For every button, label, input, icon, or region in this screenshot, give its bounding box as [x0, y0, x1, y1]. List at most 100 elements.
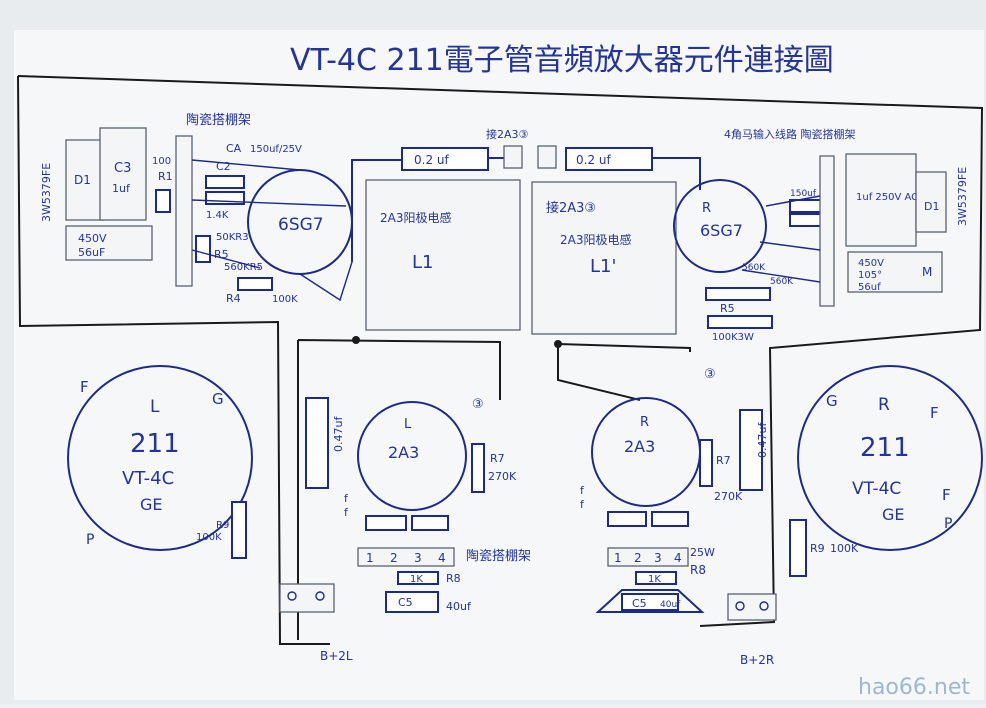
left-bottom-strip-label: 陶瓷搭棚架 [466, 548, 531, 564]
left-connect-label: 接2A3③ [486, 128, 529, 141]
left-r8 [397, 571, 439, 585]
left-filter-value: 56uF [78, 246, 105, 259]
right-2a3-type: 2A3 [624, 437, 655, 456]
right-fil-res-b [651, 511, 689, 527]
right-c5 [621, 593, 679, 611]
left-preamp-wires [191, 159, 353, 302]
right-pin-f: F [930, 404, 939, 422]
left-strip-pin4: 4 [438, 551, 446, 565]
left-strip-label: 陶瓷搭棚架 [186, 112, 251, 128]
right-input-cap-label: 1uf 250V AC [856, 192, 918, 203]
left-terminal-strip [175, 135, 193, 287]
left-2a3-side: L [404, 417, 412, 432]
left-211-side: L [150, 397, 160, 417]
right-r8-value: 1K [648, 574, 661, 585]
left-terminal-post-1 [287, 591, 297, 601]
right-50k-label: 560K [770, 277, 794, 287]
left-c3-label: C3 [114, 161, 131, 176]
left-r7-value: 270K [488, 470, 517, 483]
watermark: hao66.net [858, 675, 970, 700]
right-filter-mark: M [922, 265, 932, 279]
right-r7 [699, 439, 713, 487]
right-connect-label: 接2A3③ [546, 200, 596, 216]
right-filter-voltage: 450V [858, 258, 884, 269]
right-jumper-terminal [537, 145, 557, 169]
right-choke-l1 [531, 181, 677, 335]
left-strip-pin3: 3 [414, 551, 422, 565]
left-diode-label: D1 [74, 173, 91, 187]
left-supply-label: B+2L [320, 649, 353, 663]
left-560k-label: 560KR5 [224, 262, 263, 273]
right-211-model: VT-4C [852, 479, 901, 499]
left-r5-label: R5 [214, 248, 229, 261]
right-r5 [705, 287, 771, 301]
left-ca-label: CA [226, 142, 242, 155]
left-c5-label: C5 [398, 596, 413, 609]
right-diode-d1 [915, 171, 947, 233]
right-coupling-value: 0.2 uf [576, 153, 612, 167]
left-211-type: 211 [130, 429, 180, 459]
left-r9 [231, 501, 247, 559]
right-6sg7-side: R [702, 201, 711, 216]
right-6sg7-label: 6SG7 [700, 221, 743, 240]
left-preamp-section: 3W5379FE D1 C3 1uf 陶瓷搭棚架 100 R1 450V 56u… [40, 112, 402, 305]
left-100-label: 100 [152, 156, 171, 167]
left-terminal-post-2 [315, 591, 325, 601]
left-047-label: 0.47uf [332, 416, 345, 452]
right-vertical-label: 3W5379FE [956, 167, 969, 226]
right-047-label: 0.47uf [756, 422, 769, 458]
left-r8-label: R8 [446, 572, 461, 585]
left-r9-label: R9 [216, 520, 229, 531]
left-c3-value: 1uf [112, 182, 131, 195]
right-terminal-post-2 [759, 601, 769, 611]
border-left [17, 75, 330, 645]
left-fil-f1: f [344, 492, 349, 505]
left-2a3-pin3: ③ [472, 397, 484, 412]
right-r8-label: R8 [690, 563, 706, 577]
right-r9 [789, 519, 807, 577]
right-output-terminal [727, 593, 777, 621]
right-r8 [635, 571, 677, 585]
right-150uf-label: 150uf [790, 189, 817, 199]
right-filter-cap [847, 251, 943, 293]
right-preamp-out-wire [652, 157, 701, 190]
right-r5-label: R5 [720, 302, 735, 315]
right-211-socket [797, 365, 983, 551]
right-strip-pin2: 2 [634, 551, 642, 565]
right-fil-res-a [607, 511, 647, 527]
left-vertical-label: 3W5379FE [40, 163, 53, 222]
right-filter-value: 56uf [858, 282, 881, 293]
right-strip-label: 4角马输入线路 陶瓷搭棚架 [724, 127, 856, 141]
border-right [17, 75, 984, 627]
left-fil-res-a [365, 515, 407, 531]
right-strip-pin1: 1 [614, 551, 622, 565]
left-preamp-out-wire [351, 159, 402, 262]
right-r4-label: 100K3W [712, 332, 754, 343]
right-strip-pin3: 3 [654, 551, 662, 565]
left-strip-pin1: 1 [366, 551, 374, 565]
right-2a3-pin3: ③ [704, 367, 716, 382]
left-filter-voltage: 450V [78, 232, 107, 245]
left-coupling-cap-047 [305, 397, 329, 489]
right-r7-value: 270K [714, 490, 743, 503]
right-211-side: R [878, 395, 890, 415]
right-r4 [707, 315, 773, 329]
right-supply-label: B+2R [740, 653, 774, 667]
left-choke-note: 2A3阳极电感 [380, 210, 451, 225]
diagram-title: VT-4C 211電子管音頻放大器元件連接圖 [290, 43, 834, 78]
right-2a3-side: R [640, 415, 649, 430]
right-input-cap [845, 153, 917, 247]
right-fil-f1: f [580, 484, 585, 497]
left-cap-c3 [99, 127, 147, 221]
left-1_4k-label: 1.4K [206, 210, 229, 221]
right-211-type: 211 [860, 433, 910, 463]
left-r7 [471, 443, 485, 493]
right-coupling-cap-047 [739, 409, 763, 491]
left-r1-label: R1 [158, 170, 173, 183]
right-bus-wire [557, 343, 691, 401]
left-fil-f2: f [344, 506, 349, 519]
right-power-label: 25W [690, 546, 715, 559]
left-211-brand: GE [140, 495, 163, 514]
left-r9-value: 100K [196, 532, 222, 543]
